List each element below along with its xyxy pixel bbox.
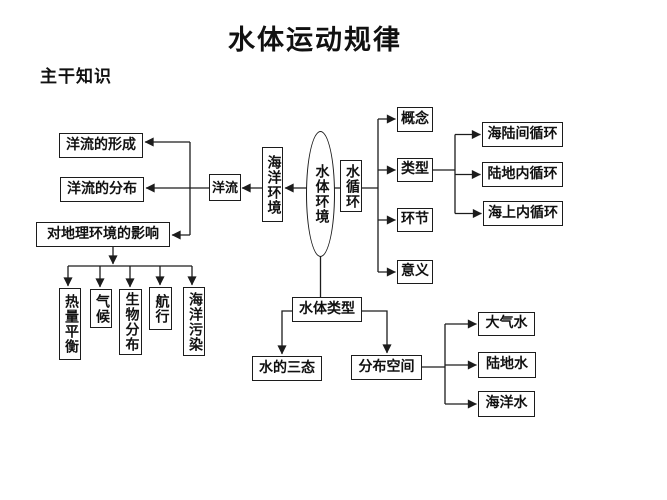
- node-impact-marine-pollution: 海洋污染: [183, 287, 205, 356]
- node-cycle-significance: 意义: [397, 260, 433, 284]
- node-distribution-space: 分布空间: [351, 355, 422, 380]
- node-ocean-water: 海洋水: [478, 391, 535, 417]
- node-impact-climate: 气候: [90, 289, 112, 328]
- node-water-environment: 水体环境: [306, 131, 335, 257]
- section-label: 主干知识: [40, 67, 112, 86]
- node-cycle-concept: 概念: [397, 107, 433, 132]
- node-water-types: 水体类型: [292, 297, 362, 322]
- node-sea-land-cycle: 海陆间循环: [482, 122, 563, 147]
- node-cycle-type: 类型: [397, 158, 433, 182]
- node-inland-cycle: 陆地内循环: [482, 162, 563, 187]
- node-ocean-current: 洋流: [209, 174, 241, 201]
- node-impact-heat-balance: 热量平衡: [59, 288, 81, 360]
- node-water-cycle: 水循环: [340, 160, 362, 212]
- page-title: 水体运动规律: [228, 25, 402, 55]
- node-cycle-links: 环节: [397, 208, 433, 232]
- node-sea-internal-cycle: 海上内循环: [483, 201, 563, 226]
- node-geo-impact: 对地理环境的影响: [36, 222, 170, 247]
- node-current-distribution: 洋流的分布: [60, 177, 144, 202]
- node-atmospheric-water: 大气水: [478, 312, 535, 336]
- node-three-states: 水的三态: [252, 356, 322, 381]
- node-marine-environment: 海洋环境: [262, 147, 283, 222]
- node-current-formation: 洋流的形成: [59, 133, 143, 158]
- node-land-water: 陆地水: [478, 352, 536, 378]
- node-impact-bio-distribution: 生物分布: [119, 289, 142, 355]
- node-impact-navigation: 航行: [149, 287, 172, 330]
